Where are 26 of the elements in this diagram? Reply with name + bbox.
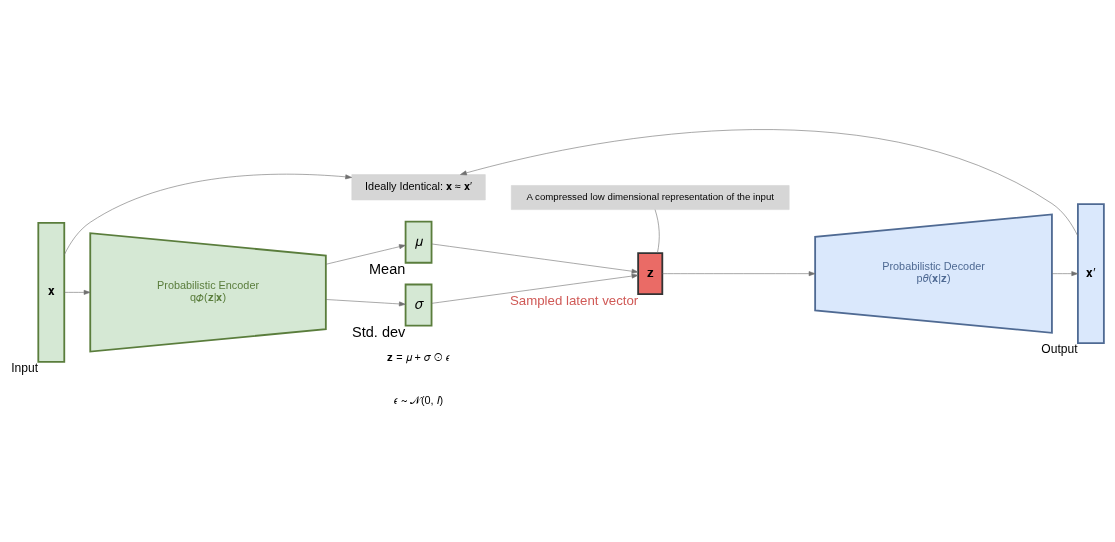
arrow bbox=[460, 129, 1079, 237]
node-box: Probabilistic Encoder q𝜙(𝐳|𝐱) bbox=[89, 232, 327, 353]
node-box: 𝐱′ bbox=[1077, 203, 1105, 345]
arrow bbox=[1051, 271, 1079, 277]
arrow bbox=[64, 173, 352, 256]
arrow bbox=[431, 273, 639, 304]
node-label: Mean bbox=[369, 261, 406, 278]
node-label: Input bbox=[11, 360, 39, 375]
node-box: 𝐳 bbox=[637, 252, 664, 296]
arrow bbox=[662, 271, 816, 277]
arrow bbox=[325, 299, 406, 307]
arrow bbox=[325, 244, 406, 265]
node-box: 𝐱 bbox=[37, 222, 66, 363]
node-box: 𝜇 bbox=[404, 220, 433, 264]
connector bbox=[654, 209, 660, 254]
node-label: Sampled latent vector bbox=[509, 292, 639, 308]
node-box: Probabilistic Decoder p𝜃(𝐱|𝐳) bbox=[814, 213, 1053, 334]
node-label: Std. dev bbox=[352, 324, 406, 341]
label: 𝐳 = 𝜇 + 𝜎 ⊙ 𝜖 bbox=[387, 350, 450, 363]
label: 𝜖 ∼ 𝒩(0, 𝐼) bbox=[393, 394, 444, 407]
node-box: 𝜎 bbox=[404, 283, 433, 327]
node-box: Ideally Identical: 𝐱 ≈ 𝐱′ bbox=[351, 174, 486, 201]
node-box: A compressed low dimensional representation of the input bbox=[511, 185, 790, 210]
arrow bbox=[431, 243, 639, 274]
node-label: Output bbox=[1041, 341, 1078, 356]
arrow bbox=[64, 289, 91, 295]
